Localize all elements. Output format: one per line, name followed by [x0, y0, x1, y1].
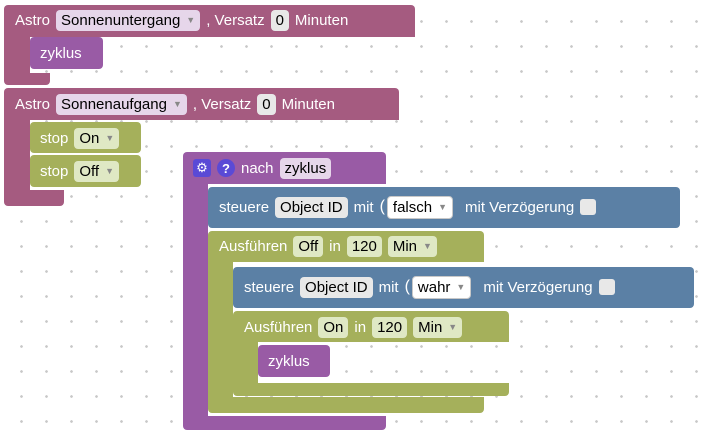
procedure-name-field[interactable]: zyklus	[279, 157, 332, 179]
mit-label: mit	[353, 198, 374, 216]
unit-dropdown[interactable]: Min▼	[387, 235, 437, 257]
ausfuehren-label: Ausführen	[219, 237, 288, 255]
chevron-down-icon: ▼	[456, 281, 466, 292]
delay-label: mit Verzögerung	[465, 198, 575, 216]
offset-input[interactable]: 0	[270, 9, 289, 31]
delay-checkbox[interactable]	[598, 279, 615, 295]
chevron-down-icon: ▼	[105, 132, 115, 143]
value-dropdown[interactable]: falsch▼	[386, 195, 454, 219]
object-id-field[interactable]: Object ID	[300, 276, 373, 298]
time-input[interactable]: 120	[372, 316, 408, 338]
offset-label: , Versatz	[192, 95, 252, 113]
chevron-down-icon: ▼	[105, 165, 115, 176]
in-label: in	[329, 237, 341, 255]
ausfuehren-value-field[interactable]: Off	[293, 235, 324, 257]
value-dropdown[interactable]: wahr▼	[411, 275, 472, 299]
unit-label: Minuten	[294, 11, 349, 29]
steuere-label: steuere	[244, 278, 295, 296]
delay-checkbox[interactable]	[580, 199, 597, 215]
steuere-label: steuere	[219, 198, 270, 216]
value-socket: ( wahr▼	[405, 275, 472, 299]
steuere-block-2[interactable]: steuere Object ID mit ( wahr▼ mit Verzög…	[233, 267, 694, 308]
stop-value-dropdown[interactable]: On▼	[74, 127, 120, 149]
offset-input[interactable]: 0	[257, 93, 276, 115]
astro-event-dropdown[interactable]: Sonnenaufgang▼	[56, 93, 187, 115]
ausfuehren-value-field[interactable]: On	[318, 316, 349, 338]
mit-label: mit	[378, 278, 399, 296]
astro-event-dropdown[interactable]: Sonnenuntergang▼	[56, 9, 201, 31]
chevron-down-icon: ▼	[186, 14, 196, 25]
stop-label: stop	[40, 162, 69, 180]
stop-block-on[interactable]: stop On▼	[30, 122, 141, 153]
chevron-down-icon: ▼	[438, 201, 448, 212]
astro-label: Astro	[15, 95, 51, 113]
chevron-down-icon: ▼	[172, 98, 182, 109]
stop-block-off[interactable]: stop Off▼	[30, 155, 141, 187]
delay-label: mit Verzögerung	[483, 278, 593, 296]
procedure-label: nach	[241, 159, 274, 177]
unit-label: Minuten	[281, 95, 335, 113]
offset-label: , Versatz	[206, 11, 265, 29]
stop-value-dropdown[interactable]: Off▼	[74, 160, 120, 182]
chevron-down-icon: ▼	[448, 321, 458, 332]
object-id-field[interactable]: Object ID	[275, 196, 348, 218]
time-input[interactable]: 120	[346, 235, 382, 257]
chevron-down-icon: ▼	[423, 240, 432, 251]
help-icon[interactable]: ?	[217, 159, 235, 177]
procedure-call-zyklus[interactable]: zyklus	[30, 37, 103, 69]
astro-label: Astro	[15, 11, 51, 29]
steuere-block-1[interactable]: steuere Object ID mit ( falsch▼ mit Verz…	[208, 187, 680, 228]
procedure-name: zyklus	[40, 44, 82, 62]
ausfuehren-label: Ausführen	[244, 318, 313, 336]
stop-label: stop	[40, 129, 69, 147]
value-socket: ( falsch▼	[380, 195, 454, 219]
gear-icon[interactable]: ⚙	[193, 159, 211, 177]
procedure-call-zyklus[interactable]: zyklus	[258, 345, 330, 377]
procedure-name: zyklus	[268, 352, 310, 370]
in-label: in	[354, 318, 367, 336]
unit-dropdown[interactable]: Min▼	[413, 316, 463, 338]
